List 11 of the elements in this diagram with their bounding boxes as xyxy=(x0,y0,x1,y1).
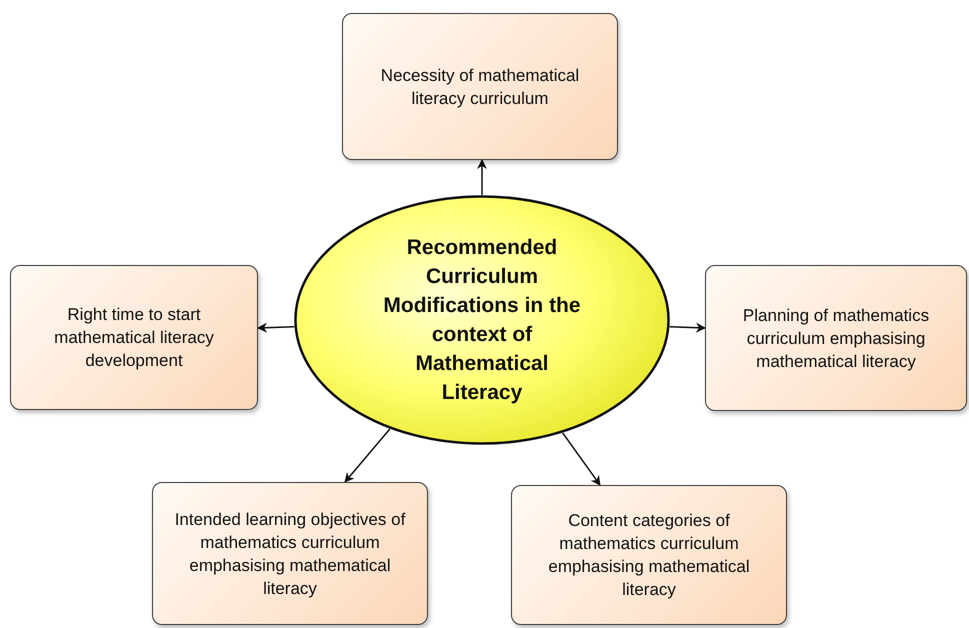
topic-text: Recommended Curriculum Modifications in the context of Mathematical Literacy xyxy=(382,235,582,406)
arrow xyxy=(562,432,601,486)
topic-box: Planning of mathematics curriculum emphasising mathematical literacy xyxy=(705,265,967,411)
arrow xyxy=(477,159,487,195)
topic-box: Right time to start mathematical literacy development xyxy=(10,265,258,410)
arrow xyxy=(670,322,706,333)
arrow xyxy=(257,322,294,333)
arrow xyxy=(344,428,390,483)
topic-box: Intended learning objectives of mathematics curriculum emphasising mathematical literacy xyxy=(152,482,428,625)
topic-box: Content categories of mathematics curriculum emphasising mathematical literacy xyxy=(511,485,787,625)
topic-box: Necessity of mathematical literacy curriculum xyxy=(342,13,618,160)
